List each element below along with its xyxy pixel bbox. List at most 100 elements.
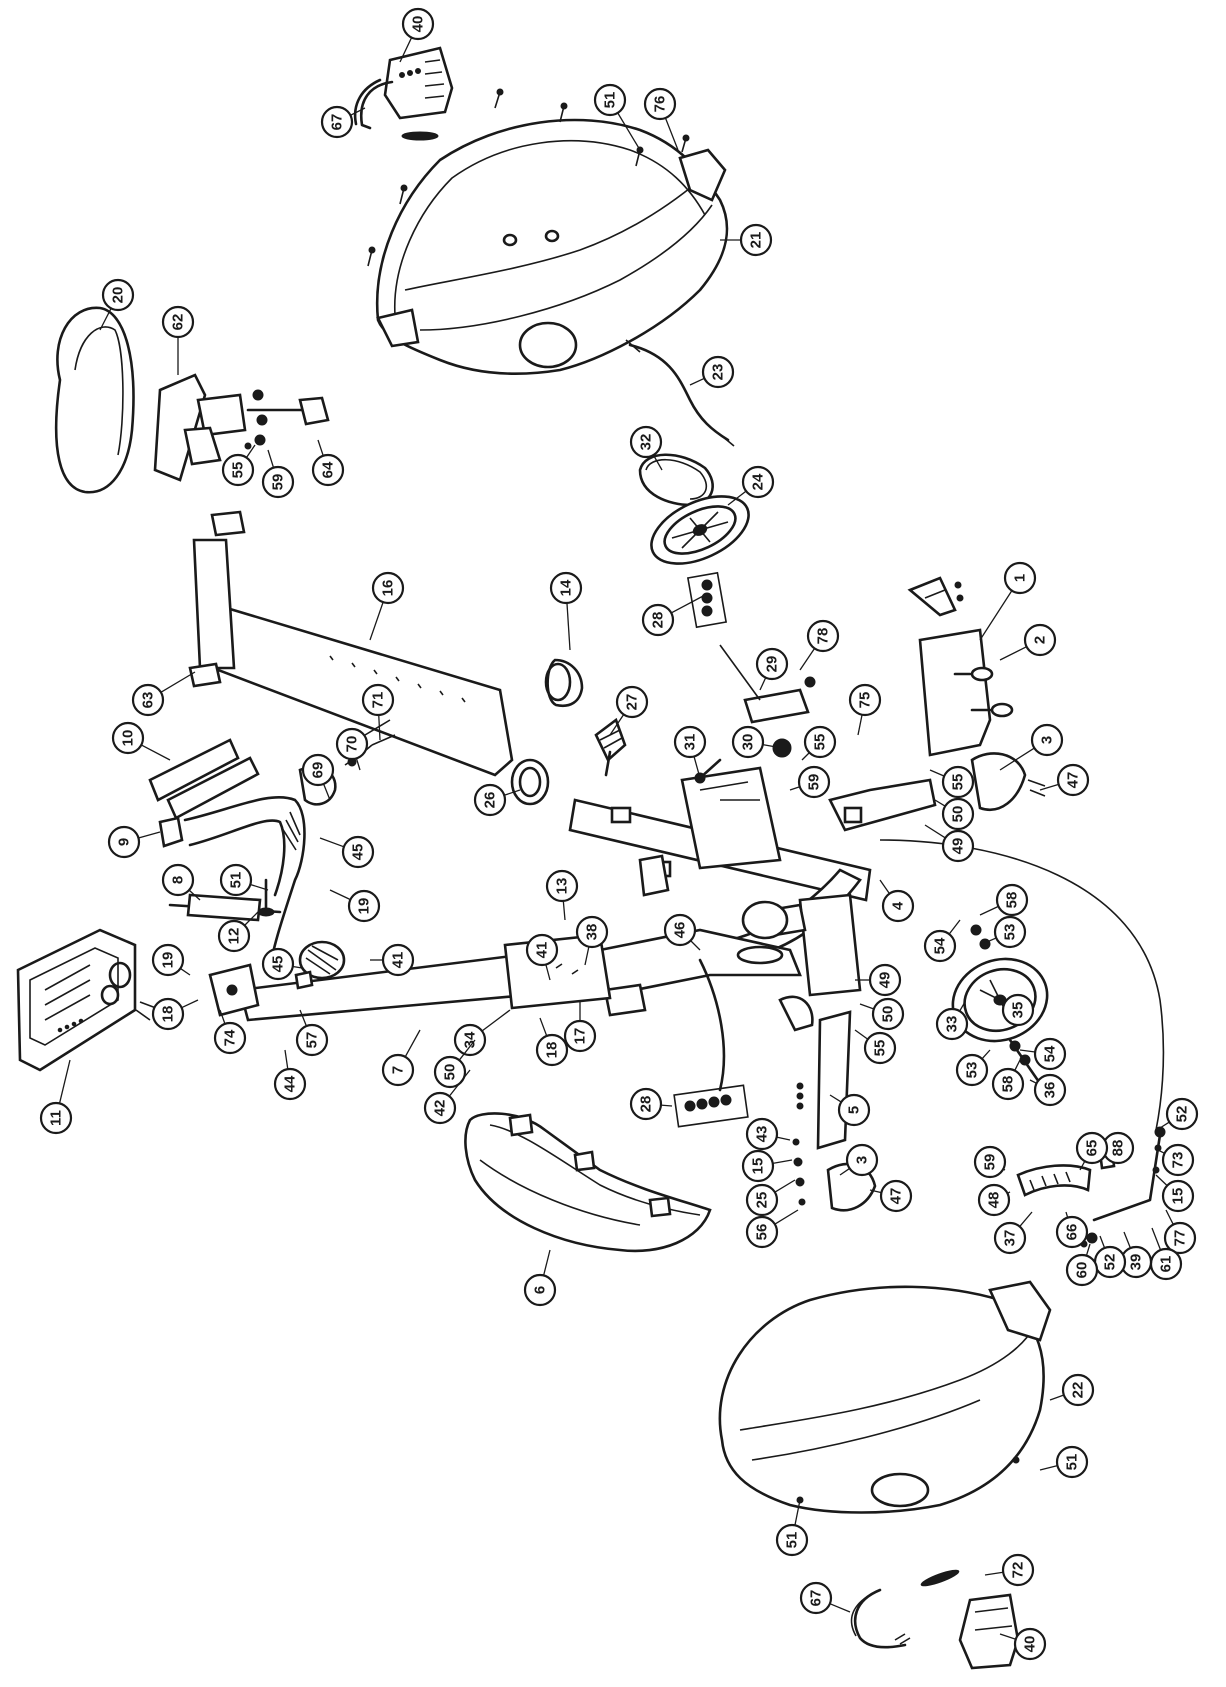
seat-part-20	[54, 306, 135, 494]
callout-number: 49	[950, 838, 967, 855]
callout-circle	[941, 765, 975, 799]
callout-part-69: 69	[301, 753, 335, 801]
callout-part-28: 28	[641, 594, 706, 637]
callout-leader-line	[609, 714, 625, 736]
callout-leader-line	[543, 1249, 551, 1276]
callout-circle	[863, 1031, 897, 1065]
callout-number: 27	[624, 694, 641, 711]
callout-part-35: 35	[999, 993, 1035, 1027]
callout-leader-line	[859, 1003, 875, 1010]
callout-part-3: 3	[839, 1143, 879, 1177]
callout-number: 73	[1170, 1152, 1187, 1169]
callout-number: 51	[784, 1532, 801, 1549]
callout-leader-line	[378, 714, 381, 741]
callout-part-76: 76	[643, 87, 679, 151]
callout-part-39: 39	[1119, 1231, 1153, 1279]
callout-number: 9	[116, 838, 133, 846]
callout-leader-line	[322, 783, 331, 801]
callout-leader-line	[689, 377, 705, 386]
callout-leader-line	[355, 758, 361, 771]
callout-number: 55	[812, 734, 829, 751]
callout-leader-line	[693, 756, 701, 779]
callout-part-4: 4	[879, 879, 915, 923]
console-cover-part-40-top	[383, 46, 454, 141]
callout-circle	[1033, 1073, 1067, 1107]
callout-leader-line	[180, 967, 191, 976]
callout-number: 55	[950, 774, 967, 791]
callout-number: 58	[1004, 892, 1021, 909]
callout-number: 67	[808, 1590, 825, 1607]
callout-part-56: 56	[745, 1209, 799, 1249]
callout-leader-line	[299, 1009, 308, 1027]
callout-part-60: 60	[1065, 1243, 1099, 1287]
callout-circle	[1030, 723, 1064, 757]
callout-number: 52	[1102, 1254, 1119, 1271]
callout-number: 55	[230, 462, 247, 479]
wing-bolt-part-12	[257, 878, 275, 917]
callout-leader-line	[1039, 783, 1059, 791]
callout-circle	[1055, 1215, 1089, 1249]
callout-leader-line	[319, 837, 345, 848]
callout-number: 59	[982, 1154, 999, 1171]
callout-number: 40	[410, 16, 427, 33]
callout-leader-line	[504, 789, 521, 796]
callout-part-9: 9	[107, 825, 161, 859]
callout-circle	[261, 947, 295, 981]
callout-leader-line	[617, 112, 641, 151]
callout-circle	[629, 425, 663, 459]
callout-circle	[473, 783, 507, 817]
callout-leader-line	[839, 1167, 850, 1176]
callout-circle	[1001, 993, 1035, 1027]
callout-circle	[1161, 1179, 1195, 1213]
callout-circle	[845, 1143, 879, 1177]
callout-circle	[261, 465, 295, 499]
callout-number: 12	[226, 928, 243, 945]
callout-number: 41	[534, 942, 551, 959]
callout-number: 23	[710, 364, 727, 381]
callout-part-23: 23	[689, 355, 735, 389]
callout-number: 47	[888, 1188, 905, 1205]
callout-circle	[1023, 623, 1057, 657]
callout-part-62: 62	[161, 305, 195, 375]
callout-leader-line	[727, 490, 747, 506]
callout-part-75: 75	[848, 683, 882, 736]
callout-circle	[741, 465, 775, 499]
callout-number: 31	[682, 734, 699, 751]
callout-circle	[151, 997, 185, 1031]
callout-number: 11	[48, 1110, 65, 1126]
callout-leader-line	[1019, 1211, 1033, 1227]
callout-circle	[1033, 1037, 1067, 1071]
callout-leader-line	[829, 1603, 851, 1613]
callout-number: 72	[1010, 1562, 1027, 1579]
callout-circle	[1165, 1097, 1199, 1131]
callout-number: 39	[1128, 1254, 1145, 1271]
callout-circle	[107, 825, 141, 859]
callout-part-63: 63	[131, 671, 196, 717]
sensor-wire	[698, 958, 726, 1092]
callout-number: 59	[270, 474, 287, 491]
callout-circle	[433, 1055, 467, 1089]
callout-circle	[311, 453, 345, 487]
callout-leader-line	[317, 439, 324, 456]
callout-number: 49	[877, 972, 894, 989]
callout-number: 61	[1158, 1256, 1175, 1273]
callout-part-49: 49	[924, 824, 975, 863]
callout-part-54: 54	[1019, 1037, 1067, 1071]
callout-circle	[381, 1053, 415, 1087]
callout-leader-line	[981, 1049, 991, 1060]
callout-number: 18	[544, 1042, 561, 1059]
callout-number: 51	[228, 872, 245, 889]
callout-part-52: 52	[1159, 1097, 1199, 1131]
callout-number: 33	[944, 1016, 961, 1033]
callout-part-53: 53	[979, 915, 1027, 949]
callout-number: 54	[1042, 1045, 1059, 1062]
callout-circle	[273, 1067, 307, 1101]
callout-number: 57	[304, 1032, 321, 1049]
callout-leader-line	[924, 824, 946, 839]
callout-circle	[1075, 1131, 1109, 1165]
callout-leader-line	[999, 1633, 1016, 1640]
console-cover-part-40-bottom	[920, 1569, 1020, 1670]
side-cover-part-6	[464, 1112, 712, 1253]
callout-part-21: 21	[720, 223, 773, 257]
callout-part-32: 32	[629, 425, 663, 471]
